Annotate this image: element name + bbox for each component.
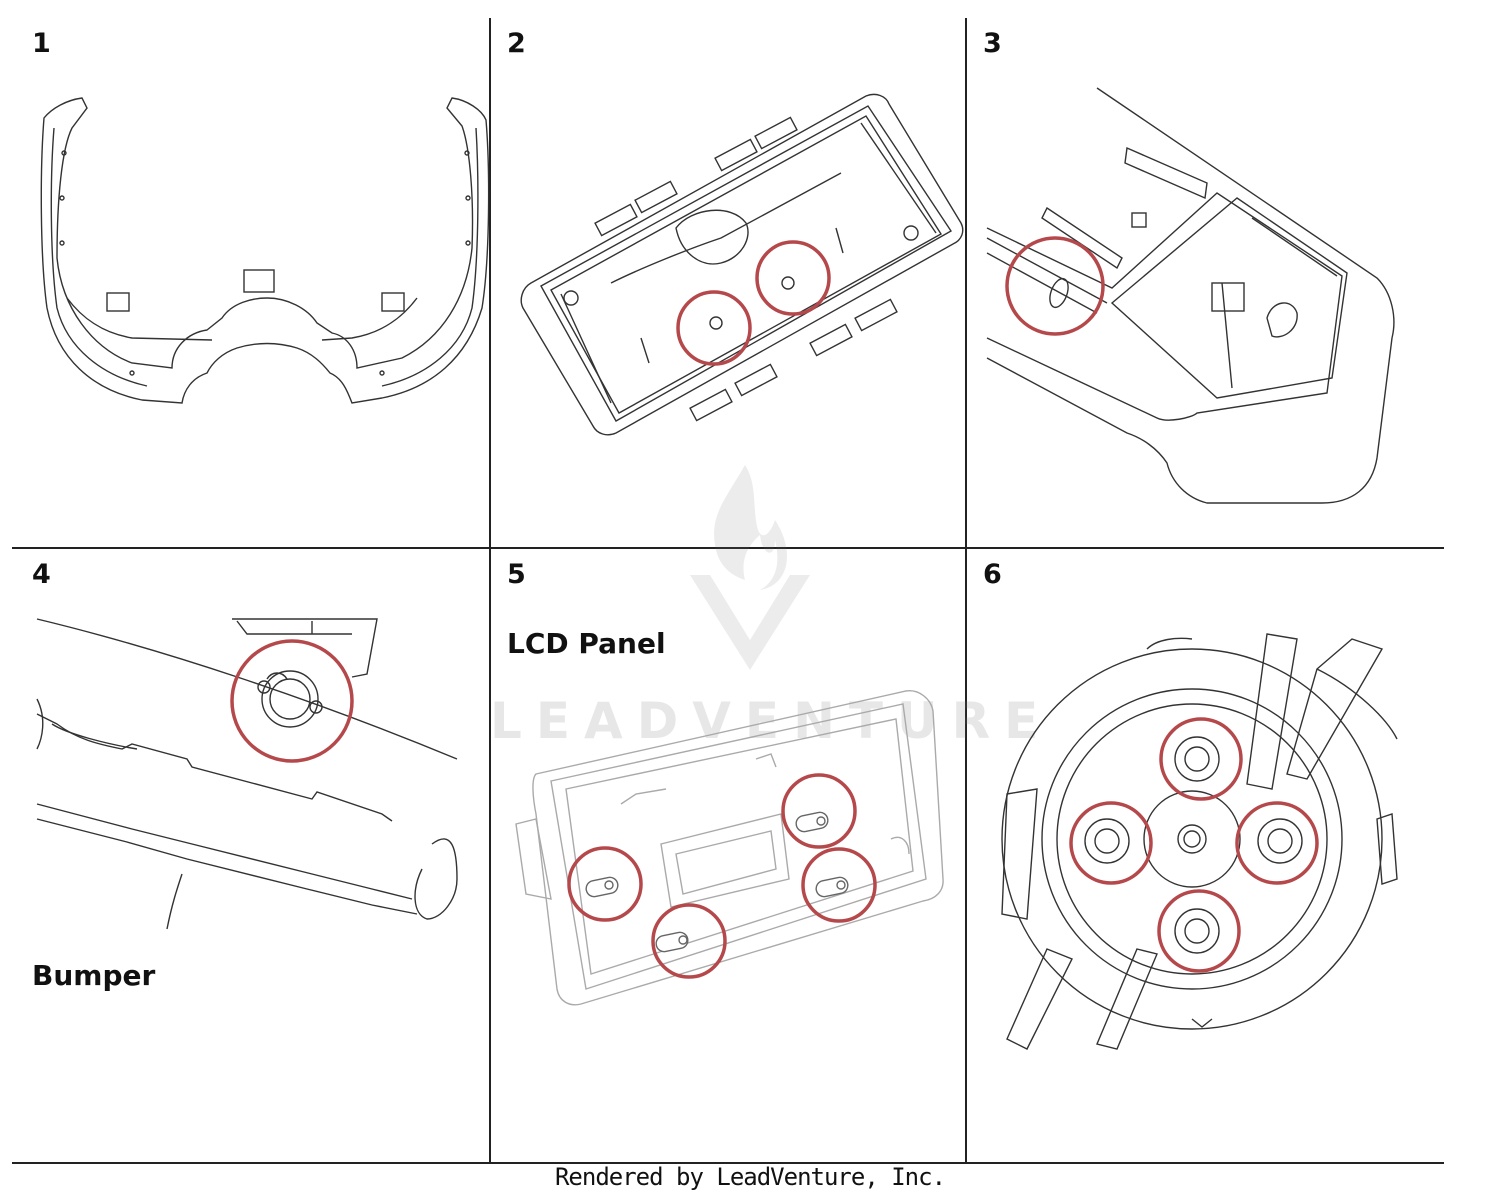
cell-4-label: Bumper xyxy=(32,959,156,992)
grid-vertical-right xyxy=(965,18,967,1164)
cell-2-highlight-circle-a xyxy=(676,290,752,366)
cell-4: 4 Bumper xyxy=(12,549,489,1162)
cell-6: 6 xyxy=(967,549,1444,1162)
cell-5: 5 LCD Panel xyxy=(491,549,965,1162)
cell-1-number: 1 xyxy=(32,28,51,59)
watermark-text: LEADVENTURE xyxy=(490,692,1053,750)
cell-2-housing-drawing xyxy=(520,93,964,436)
cell-5-highlight-circle-b xyxy=(567,846,643,922)
grid-vertical-left xyxy=(489,18,491,1164)
cell-1-bumper-frame-drawing xyxy=(40,97,490,404)
cell-3-highlight-circle xyxy=(1005,236,1105,336)
leadventure-watermark-logo xyxy=(690,465,810,670)
cell-1: 1 xyxy=(12,18,490,547)
cell-4-bumper-closeup-drawing xyxy=(36,618,458,930)
cell-6-highlight-circle-right xyxy=(1235,801,1319,885)
cell-3-number: 3 xyxy=(983,28,1002,59)
cell-3: 3 xyxy=(967,18,1444,547)
cell-6-number: 6 xyxy=(983,559,1002,590)
cell-5-lcd-panel-drawing xyxy=(515,690,944,1006)
cell-4-highlight-circle xyxy=(230,639,354,763)
grid-horizontal-middle xyxy=(12,547,1444,549)
cell-5-highlight-circle-d xyxy=(801,847,877,923)
cell-3-housing-closeup-drawing xyxy=(986,87,1395,504)
cell-5-highlight-circle-c xyxy=(651,903,727,979)
grid-horizontal-bottom xyxy=(12,1162,1444,1164)
cell-6-highlight-circle-top xyxy=(1159,717,1243,801)
cell-4-number: 4 xyxy=(32,559,51,590)
cell-5-label: LCD Panel xyxy=(507,627,666,660)
cell-2-number: 2 xyxy=(507,28,526,59)
cell-5-number: 5 xyxy=(507,559,526,590)
cell-6-highlight-circle-bottom xyxy=(1157,889,1241,973)
cell-6-motor-top-drawing xyxy=(1001,633,1398,1050)
cell-2: 2 xyxy=(491,18,965,547)
cell-2-highlight-circle-b xyxy=(755,240,831,316)
cell-6-highlight-circle-left xyxy=(1069,801,1153,885)
cell-5-highlight-circle-a xyxy=(781,773,857,849)
footer-credit: Rendered by LeadVenture, Inc. xyxy=(554,1163,946,1191)
